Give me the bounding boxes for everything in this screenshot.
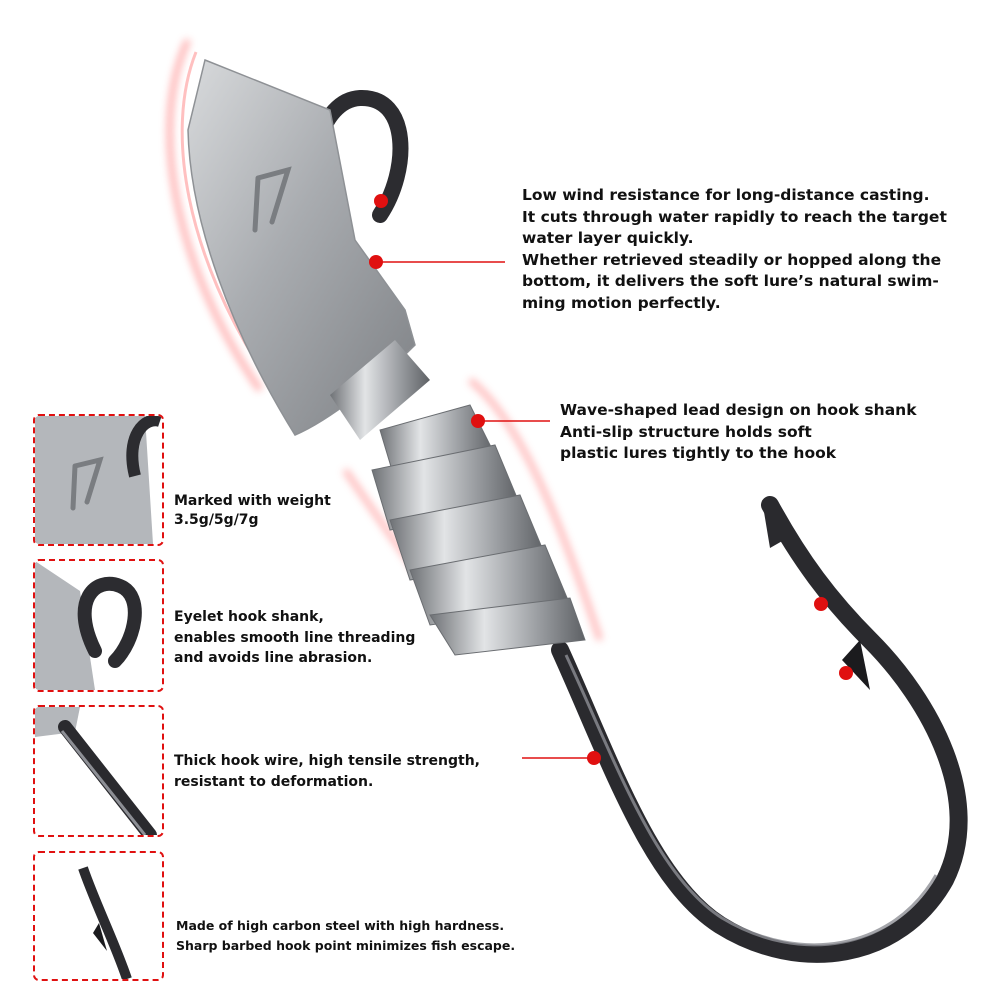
callout-head-text: Low wind resistance for long-distance ca…: [522, 186, 947, 312]
inset-weight-mark-image: [35, 416, 162, 544]
hook-point: [762, 500, 784, 548]
head-glow-outline-inner: [180, 51, 270, 381]
inset-hook-point-image: [78, 866, 132, 979]
inset-wire-image: [35, 707, 157, 835]
inset-wire: [33, 705, 164, 837]
inset-weight-mark: [33, 414, 164, 546]
marker-dot-head: [369, 255, 383, 269]
marker-dot-wire: [587, 751, 601, 765]
inset-hook-point: [33, 851, 164, 981]
inset-hook-point-text: Made of high carbon steel with high hard…: [176, 918, 516, 953]
inset-weight-mark-text: Marked with weight 3.5g/5g/7g: [174, 493, 331, 528]
inset-eyelet-image: [35, 561, 142, 690]
inset-wire-text: Thick hook wire, high tensile strength, …: [174, 753, 480, 790]
marker-dot-eyelet: [374, 194, 388, 208]
lead-neck: [330, 340, 430, 440]
head-glow-outline: [166, 38, 263, 392]
inset-eyelet: [33, 559, 164, 692]
hook-wire-highlight: [564, 654, 938, 947]
wave-shank: [371, 404, 586, 656]
marker-dot-point: [814, 597, 828, 611]
marker-dot-shank: [471, 414, 485, 428]
weight-mark: [252, 166, 292, 233]
hook-wire: [551, 496, 968, 963]
inset-eyelet-text: Eyelet hook shank, enables smooth line t…: [174, 609, 416, 666]
marker-dot-barb: [839, 666, 853, 680]
callout-shank-text: Wave-shaped lead design on hook shank An…: [560, 401, 917, 462]
hook-barb: [842, 640, 870, 690]
